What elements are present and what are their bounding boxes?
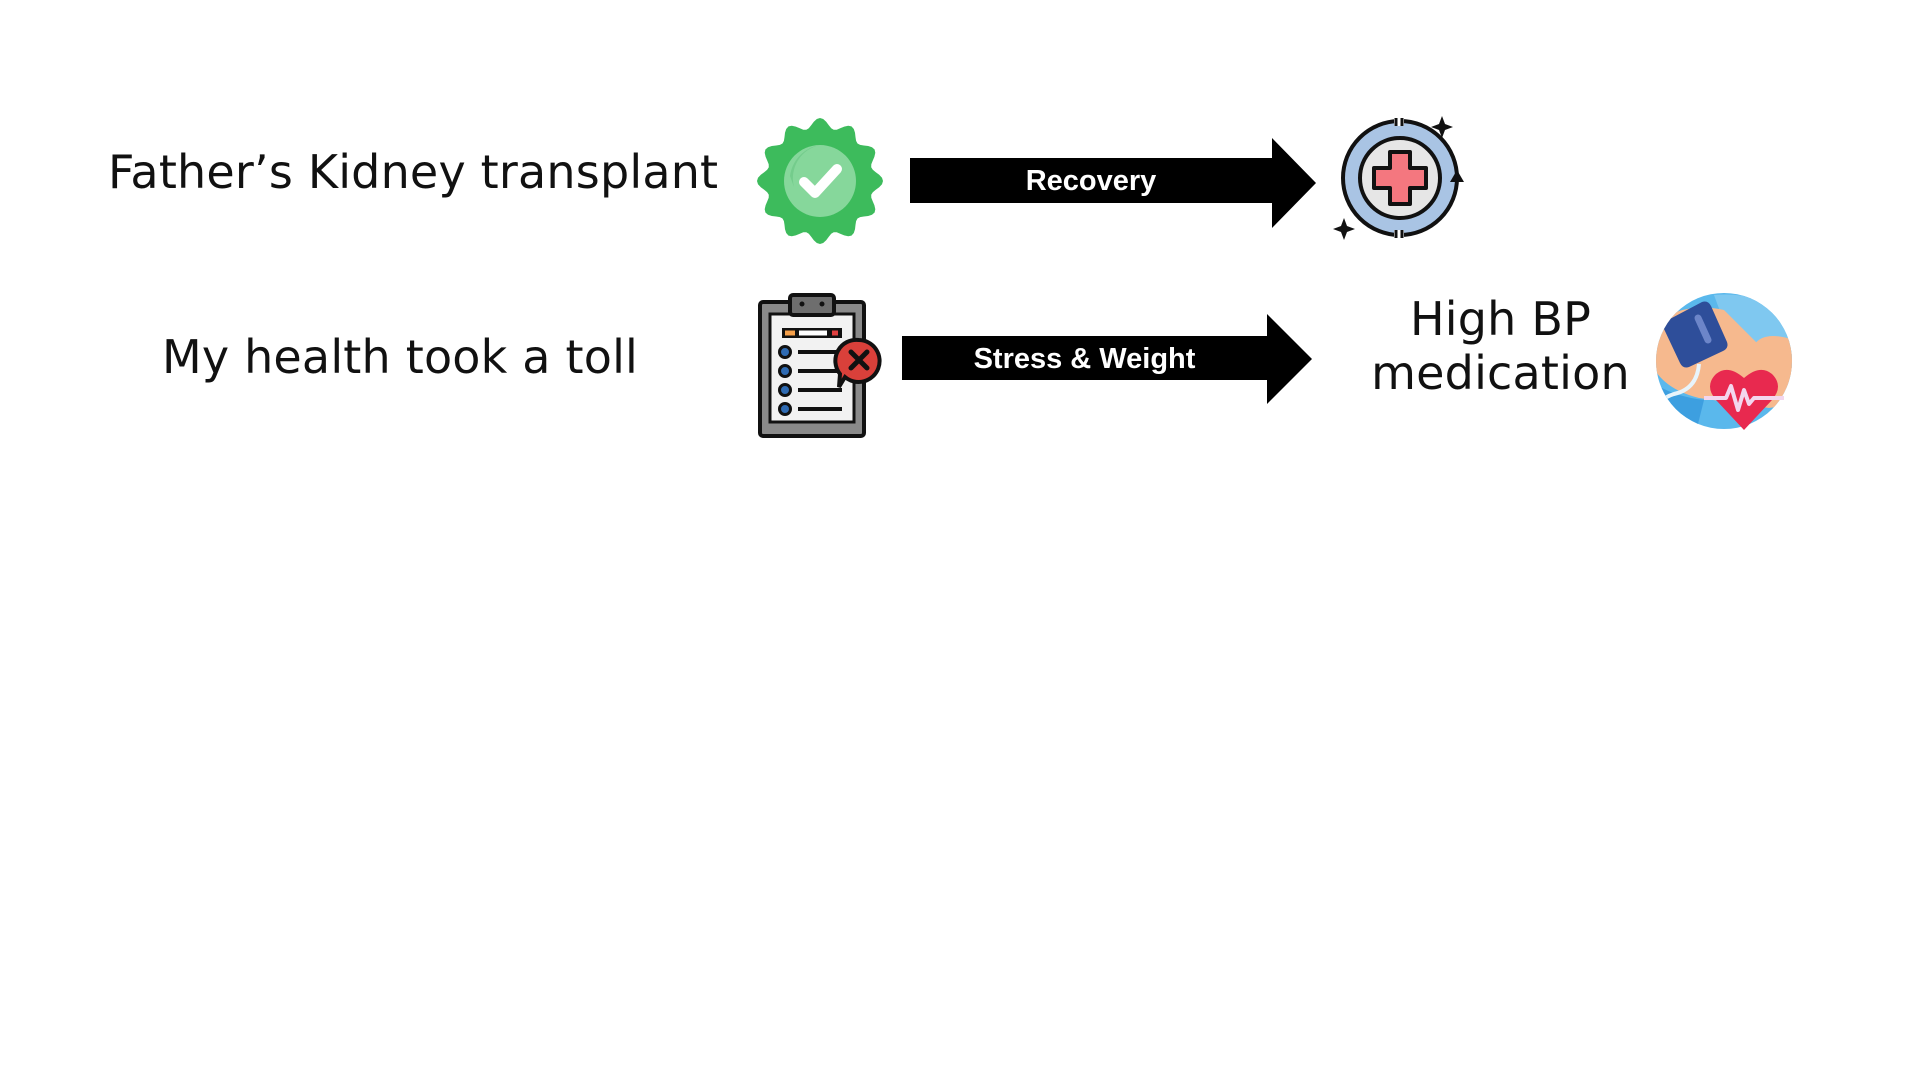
arrow-label-stress-weight: Stress & Weight [973, 343, 1196, 375]
arrow-label-recovery: Recovery [1025, 165, 1157, 197]
blood-pressure-heart-icon [1654, 290, 1796, 436]
clipboard-rejected-icon [756, 292, 886, 440]
result-label-high-bp-medication: High BP medication [1371, 292, 1630, 400]
medical-recovery-cross-icon [1332, 108, 1468, 246]
verified-badge-icon [754, 116, 886, 246]
cause-label-health-toll: My health took a toll [161, 330, 639, 384]
cause-label-kidney-transplant: Father’s Kidney transplant [108, 145, 719, 199]
stress-weight-arrow: Stress & Weight [902, 314, 1316, 404]
recovery-arrow: Recovery [910, 138, 1320, 228]
